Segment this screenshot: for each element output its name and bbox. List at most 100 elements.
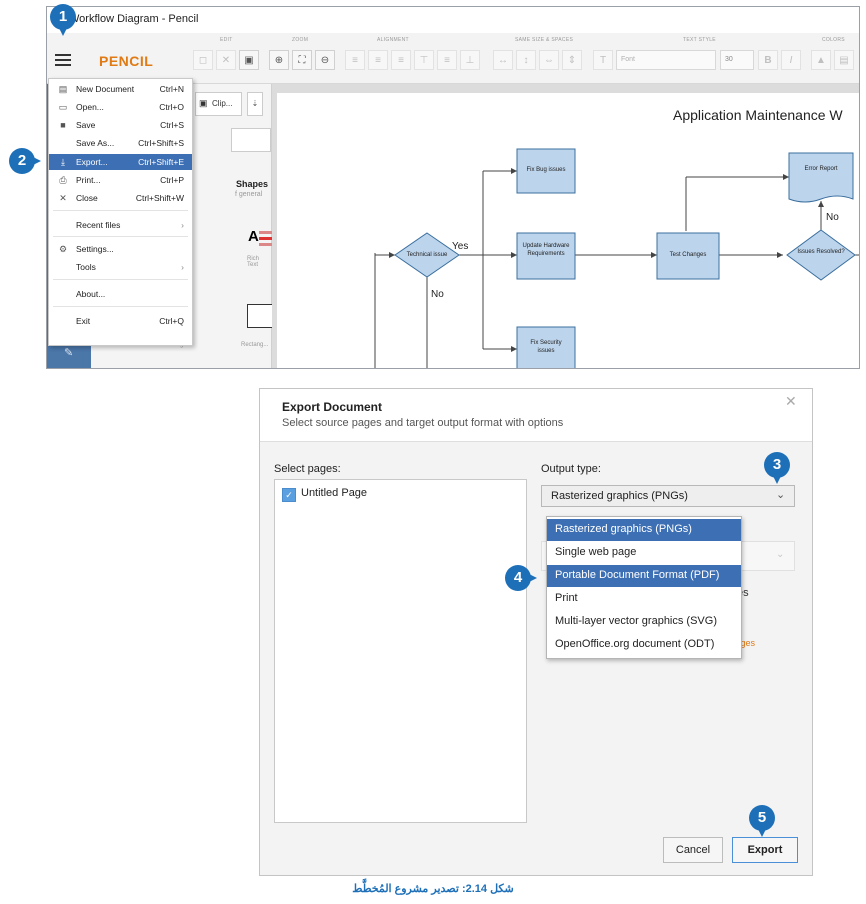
menu-item-save-as[interactable]: Save As... Ctrl+Shift+S [76,138,184,148]
cancel-button[interactable]: Cancel [663,837,723,863]
zoom-in-icon[interactable]: ⊕ [269,50,289,70]
toolbar-group-same-size: SAME SIZE & SPACES [515,37,574,43]
menu-item-print[interactable]: ⎙ Print... Ctrl+P [59,175,184,185]
print-icon: ⎙ [59,175,67,185]
cut-icon[interactable]: ✕ [216,50,236,70]
diagram-page[interactable]: Application Maintenance W [277,93,859,368]
font-select[interactable]: Font [616,50,716,70]
label-yes: Yes [452,241,469,252]
zoom-fit-icon[interactable]: ⛶ [292,50,312,70]
open-icon: ▭ [58,102,68,112]
menu-item-exit[interactable]: Exit Ctrl+Q [76,316,184,326]
bold-icon[interactable]: B [758,50,778,70]
chevron-right-icon: › [181,262,184,272]
callout-step-4: 4 [505,565,537,591]
pen-icon[interactable]: ✎ [64,347,74,359]
callout-step-1: 1 [50,4,76,36]
menu-item-open[interactable]: ▭ Open... Ctrl+O [58,102,184,112]
text-color-icon[interactable]: T [593,50,613,70]
shape-search-input[interactable] [231,128,271,152]
node-update-hardware: Update Hardware Requirements [522,243,570,257]
option-web-page[interactable]: Single web page [555,546,637,558]
option-png[interactable]: Rasterized graphics (PNGs) [547,519,741,541]
process-test-changes [656,232,720,280]
toolbar: PENCIL EDIT ZOOM ALIGNMENT SAME SIZE & S… [47,33,859,84]
main-menu: ▤ New Document Ctrl+N ▭ Open... Ctrl+O ■… [48,78,193,346]
align-center-icon[interactable]: ≡ [368,50,388,70]
menu-divider [53,279,188,280]
decision-technical-issue [394,232,460,278]
export-dialog: Export Document Select source pages and … [259,388,813,876]
node-error-report: Error Report [804,166,838,172]
option-svg[interactable]: Multi-layer vector graphics (SVG) [555,615,717,627]
toolbar-group-text-style: TEXT STYLE [683,37,716,43]
process-fix-bug [516,148,576,194]
page-item-label: Untitled Page [301,487,368,499]
output-type-select[interactable]: Rasterized graphics (PNGs) ⌄ [541,485,795,507]
label-no-1: No [431,289,444,300]
pencil-logo: PENCIL [99,53,154,69]
chevron-down-icon: ⌄ [776,489,786,501]
space-h-icon[interactable]: ⇔ [539,50,559,70]
export-button[interactable]: Export [732,837,798,863]
output-type-label: Output type: [541,463,601,475]
toolbar-group-colors: COLORS [822,37,845,43]
shapes-subheading: f general [235,191,263,198]
close-icon[interactable]: ✕ [785,393,797,409]
menu-item-close[interactable]: ✕ Close Ctrl+Shift+W [59,193,184,203]
copy-icon[interactable]: ◻ [193,50,213,70]
stroke-color-icon[interactable]: ▤ [834,50,854,70]
decision-issues-resolved [786,229,856,281]
align-middle-icon[interactable]: ≡ [437,50,457,70]
menu-item-save[interactable]: ■ Save Ctrl+S [49,117,192,133]
clipart-tab[interactable]: ▣ Clip... [195,92,242,116]
process-fix-security [516,326,576,368]
title-bar: Workflow Diagram - Pencil [47,7,859,34]
toolbar-group-edit: EDIT [220,37,233,43]
paste-icon[interactable]: ▣ [239,50,259,70]
align-right-icon[interactable]: ≡ [391,50,411,70]
menu-item-new-document[interactable]: ▤ New Document Ctrl+N [58,84,184,94]
rich-text-a-icon: A [248,228,259,245]
menu-divider [53,236,188,237]
document-error-report [788,152,854,203]
menu-item-about[interactable]: About... [76,289,106,299]
sidebar-more-button[interactable]: ⇣ [247,92,263,116]
fill-color-icon[interactable]: ▲ [811,50,831,70]
zoom-out-icon[interactable]: ⊖ [315,50,335,70]
option-odt[interactable]: OpenOffice.org document (ODT) [555,638,715,650]
font-size-field[interactable]: 30 [720,50,754,70]
space-v-icon[interactable]: ⇕ [562,50,582,70]
same-height-icon[interactable]: ↕ [516,50,536,70]
menu-divider [53,306,188,307]
option-print[interactable]: Print [555,592,578,604]
callout-step-3: 3 [764,452,790,484]
option-pdf[interactable]: Portable Document Format (PDF) [547,565,741,587]
label-no-2: No [826,212,839,223]
chevron-right-icon: › [181,220,184,230]
menu-item-tools[interactable]: Tools › [76,262,184,272]
align-left-icon[interactable]: ≡ [345,50,365,70]
figure-caption: شكل 2.14: تصدير مشروع المُخطَّط [352,883,514,895]
node-fix-bug: Fix Bug issues [526,167,566,173]
menu-item-recent-files[interactable]: Recent files › [76,220,184,230]
menu-item-settings[interactable]: ⚙ Settings... [58,244,114,254]
hamburger-menu-icon[interactable] [55,54,71,66]
gear-icon: ⚙ [58,244,68,254]
clipart-icon: ▣ [199,98,208,108]
select-pages-label: Select pages: [274,463,341,475]
same-width-icon[interactable]: ↔ [493,50,513,70]
close-icon: ✕ [59,193,67,203]
italic-icon[interactable]: I [781,50,801,70]
align-top-icon[interactable]: ⊤ [414,50,434,70]
dialog-subtitle: Select source pages and target output fo… [282,417,564,429]
page-checkbox[interactable]: ✓ [282,488,296,502]
output-type-value: Rasterized graphics (PNGs) [551,490,688,502]
output-type-dropdown: Rasterized graphics (PNGs) Single web pa… [546,516,742,659]
export-icon: ⤓ [61,157,65,167]
node-technical-issue: Technical issue [406,252,448,258]
menu-item-export[interactable]: ⤓ Export... Ctrl+Shift+E [49,154,192,170]
node-fix-security: Fix Security issues [530,340,562,354]
rich-text-shape[interactable]: A [248,228,278,254]
align-bottom-icon[interactable]: ⊥ [460,50,480,70]
